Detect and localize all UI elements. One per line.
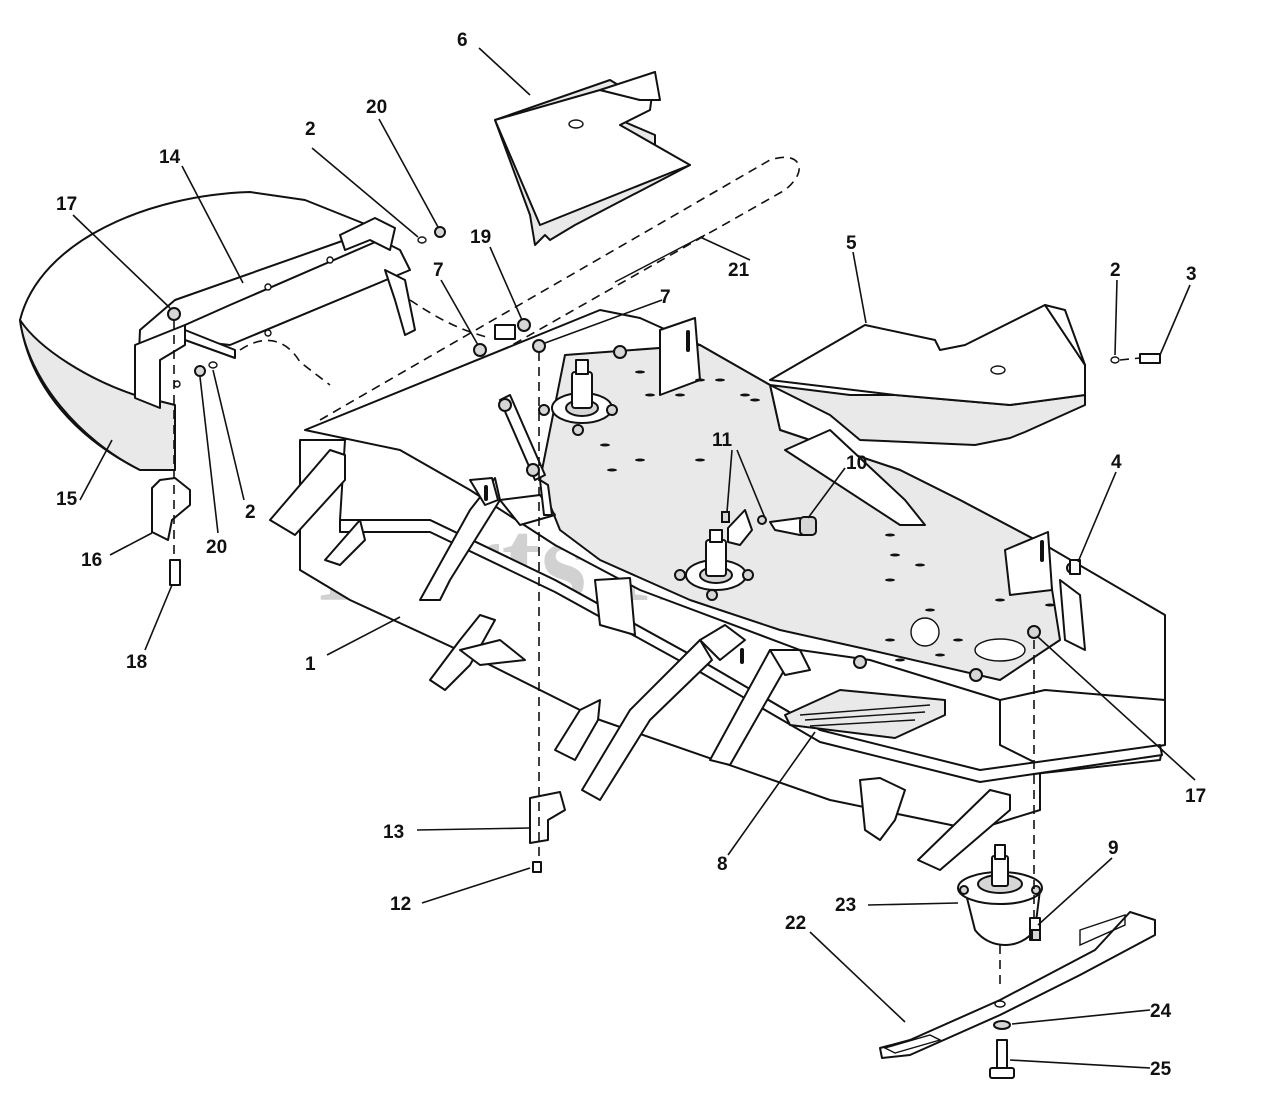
slot bbox=[686, 330, 690, 352]
callout-9: 9 bbox=[1108, 838, 1119, 859]
callout-2-right: 2 bbox=[1110, 260, 1121, 281]
washer-2-right bbox=[1110, 356, 1120, 364]
belt-cover-left bbox=[494, 71, 691, 246]
callout-22: 22 bbox=[785, 913, 806, 934]
rod-line bbox=[614, 234, 706, 283]
adjustment-knob bbox=[769, 516, 817, 536]
bolt-9 bbox=[1031, 929, 1041, 941]
blade-washer bbox=[993, 1020, 1011, 1030]
callout-20-left: 20 bbox=[206, 537, 227, 558]
callout-17-left: 17 bbox=[56, 194, 77, 215]
blade-bolt bbox=[989, 1039, 1015, 1079]
belt-guide bbox=[721, 509, 767, 546]
callout-17-right: 17 bbox=[1185, 786, 1206, 807]
callout-13: 13 bbox=[383, 822, 404, 843]
idler-arm bbox=[498, 394, 553, 516]
chute-bracket bbox=[134, 217, 416, 409]
callout-2-left: 2 bbox=[245, 502, 256, 523]
callout-10: 10 bbox=[846, 453, 867, 474]
leader-lines bbox=[72, 47, 1196, 1069]
nut-17 bbox=[167, 307, 181, 321]
mower-blade bbox=[879, 911, 1156, 1059]
deck-support-bracket bbox=[529, 791, 566, 844]
callout-4: 4 bbox=[1111, 452, 1122, 473]
callout-16: 16 bbox=[81, 550, 102, 571]
nut-20-top bbox=[434, 226, 446, 238]
chute-link-dash bbox=[239, 339, 331, 386]
spindle-center bbox=[674, 529, 754, 601]
callout-15: 15 bbox=[56, 489, 78, 510]
nut-19 bbox=[517, 318, 531, 332]
belt-cover-right bbox=[769, 304, 1086, 446]
nut bbox=[613, 345, 627, 359]
bracket-4 bbox=[1069, 559, 1081, 575]
bracket-screw bbox=[532, 861, 542, 873]
spindle-left bbox=[538, 359, 618, 436]
spindle-right-assembly bbox=[957, 844, 1043, 946]
chute-link-dash-2 bbox=[409, 299, 491, 339]
slot bbox=[1040, 540, 1044, 562]
callout-25: 25 bbox=[1150, 1059, 1172, 1080]
callout-11: 11 bbox=[712, 430, 733, 451]
nut bbox=[853, 655, 867, 669]
callout-1: 1 bbox=[305, 654, 316, 675]
nut-20 bbox=[194, 365, 206, 377]
assembly-line bbox=[1119, 357, 1141, 361]
rod-outline bbox=[319, 156, 800, 441]
callout-14: 14 bbox=[159, 147, 181, 168]
callout-labels: 1 2 2 2 3 4 5 6 7 7 8 9 10 11 12 13 14 1… bbox=[56, 30, 1206, 1080]
callout-5: 5 bbox=[846, 233, 857, 254]
nut-17-right bbox=[1027, 625, 1041, 639]
nut-7 bbox=[473, 343, 487, 357]
callout-24: 24 bbox=[1150, 1001, 1172, 1022]
bolt-3 bbox=[1139, 353, 1161, 364]
washer-2 bbox=[208, 361, 218, 369]
callout-2-top: 2 bbox=[305, 119, 316, 140]
callout-21: 21 bbox=[728, 260, 750, 281]
nut-7b bbox=[532, 339, 546, 353]
callout-7-center: 7 bbox=[660, 287, 671, 308]
washer-2-top bbox=[417, 236, 427, 244]
callout-23: 23 bbox=[835, 895, 856, 916]
bracket-19 bbox=[494, 324, 516, 340]
callout-18: 18 bbox=[126, 652, 147, 673]
lower-chute-bracket bbox=[151, 477, 191, 541]
mower-deck-shell bbox=[269, 309, 1166, 871]
slot bbox=[484, 485, 488, 501]
callout-19: 19 bbox=[470, 227, 491, 248]
callout-8: 8 bbox=[717, 854, 728, 875]
callout-6: 6 bbox=[457, 30, 468, 51]
callout-12: 12 bbox=[390, 894, 411, 915]
callout-7-left: 7 bbox=[433, 260, 444, 281]
nut bbox=[969, 668, 983, 682]
callout-3: 3 bbox=[1186, 264, 1197, 285]
deflector-plate bbox=[784, 429, 926, 526]
callout-20-top: 20 bbox=[366, 97, 387, 118]
chute-bolt bbox=[169, 559, 181, 586]
slot bbox=[740, 648, 744, 664]
